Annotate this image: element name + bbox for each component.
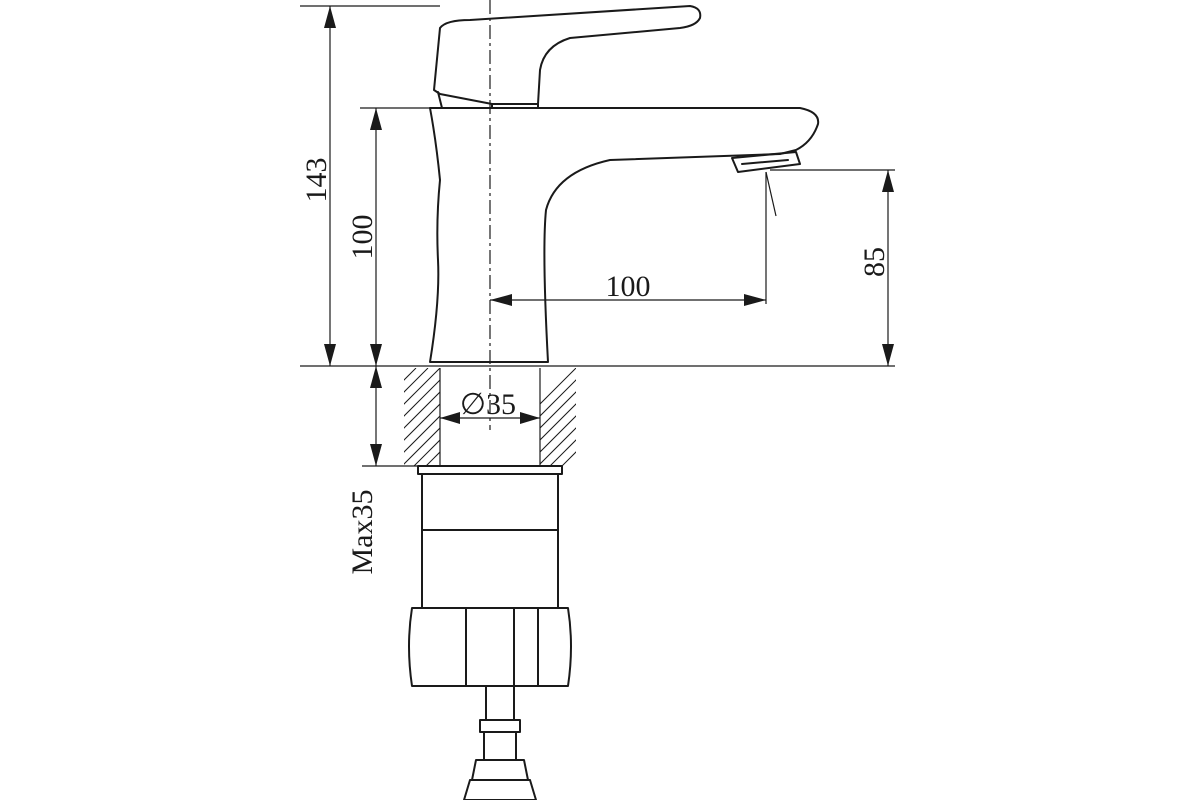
dimension-spout-reach: 100: [490, 172, 767, 306]
spout-height-label: 85: [858, 247, 891, 277]
overall-height-label: 143: [300, 158, 333, 203]
hose-connector: [485, 685, 515, 721]
hole-diameter-label: ∅35: [460, 388, 516, 421]
water-jet-line: [765, 171, 777, 217]
deck-section-right: [539, 368, 576, 466]
faucet-outline: [429, 5, 820, 363]
lever-base: [437, 91, 539, 109]
mounting-shank: [421, 473, 559, 609]
faucet-body: [429, 107, 820, 363]
spout-reach-label: 100: [606, 270, 651, 303]
max-deck-thickness-label: Max35: [346, 490, 379, 575]
dimension-body-height: 100: [346, 107, 430, 366]
dimension-max-deck-thickness: Max35: [346, 366, 418, 575]
dimension-overall-height: 143: [300, 5, 440, 366]
mounting-assembly: [408, 465, 572, 800]
hose-nut: [463, 779, 537, 800]
dimension-hole-diameter: ∅35: [440, 388, 540, 424]
dimension-spout-height: 85: [770, 169, 895, 366]
washer: [417, 465, 563, 475]
body-height-label: 100: [346, 215, 379, 260]
mounting-nut: [408, 607, 572, 687]
deck-section-left: [404, 368, 441, 466]
aerator: [731, 151, 801, 173]
hose-coupling: [471, 719, 529, 781]
lever-handle: [433, 5, 702, 105]
